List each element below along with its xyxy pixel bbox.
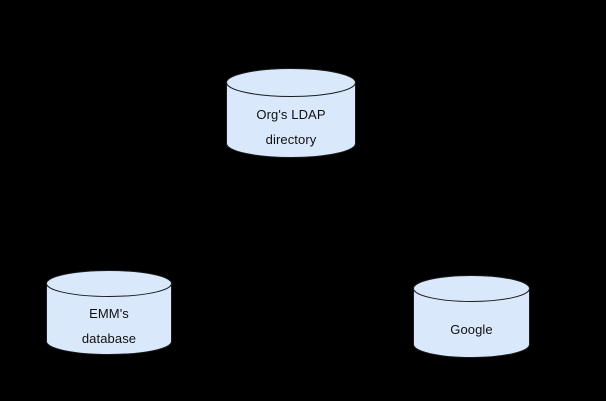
cylinder-shape-ldap: [226, 68, 356, 158]
node-label-line1-google: Google: [450, 322, 493, 337]
node-label-line1-ldap: Org's LDAP: [256, 107, 326, 122]
database-node-ldap[interactable]: Org's LDAP directory: [226, 68, 356, 158]
node-label-line2-emm: database: [81, 330, 137, 346]
database-node-emm[interactable]: EMM's database: [46, 270, 172, 355]
cylinder-shape-google: [413, 275, 530, 358]
node-label-line1-emm: EMM's: [89, 305, 129, 321]
database-node-google[interactable]: Google: [413, 275, 530, 358]
node-label-line2-ldap: directory: [265, 132, 317, 147]
cylinder-shape-emm: [46, 270, 172, 355]
